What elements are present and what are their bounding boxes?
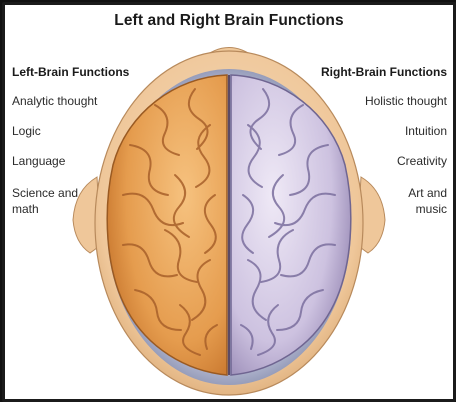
right-item-creativity: Creativity (396, 154, 447, 168)
left-item-language: Language (12, 154, 66, 168)
left-brain-heading: Left-Brain Functions (12, 65, 130, 79)
brain-diagram (72, 47, 386, 396)
left-item-logic: Logic (12, 124, 41, 138)
page-title: Left and Right Brain Functions (114, 12, 344, 29)
left-item-science-and-math: Science and math (12, 186, 79, 216)
right-item-holistic-thought: Holistic thought (364, 94, 447, 108)
left-item-analytic-thought: Analytic thought (12, 94, 98, 108)
right-item-art-and-music: Art and music (408, 186, 447, 216)
brain-right-hemisphere (230, 74, 352, 376)
right-brain-heading: Right-Brain Functions (321, 65, 447, 79)
brain-left-hemisphere (106, 74, 228, 376)
right-item-intuition: Intuition (404, 124, 447, 138)
